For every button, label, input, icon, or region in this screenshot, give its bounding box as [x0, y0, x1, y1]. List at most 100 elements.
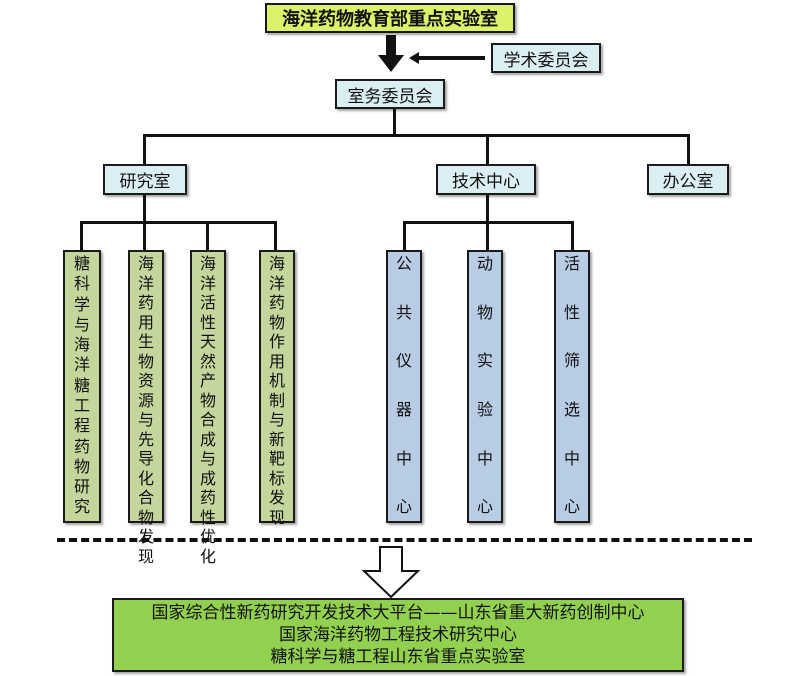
unit-label-char: 制	[268, 390, 285, 410]
unit-label-char: 心	[476, 497, 493, 517]
connector	[486, 195, 489, 223]
connector	[403, 221, 406, 251]
platform-line: 国家综合性新药研究开发技术大平台——山东省重大新药创制中心	[151, 602, 645, 623]
unit-label-char: 性	[199, 507, 216, 527]
unit-label-char: 研	[73, 477, 90, 497]
connector	[486, 134, 489, 164]
unit-label-char: 生	[137, 332, 154, 352]
unit-label-char: 学	[73, 294, 90, 314]
unit-label-char: 海	[199, 254, 216, 273]
unit-label-char: 用	[137, 312, 154, 332]
lab-title-box: 海洋药物教育部重点实验室	[265, 3, 515, 33]
unit-label-char: 与	[137, 410, 154, 430]
unit-label-char: 心	[395, 497, 412, 517]
unit-label-char: 物	[268, 312, 285, 332]
platform-line: 糖科学与糖工程山东省重点实验室	[270, 647, 526, 668]
academic-committee-label: 学术委员会	[503, 50, 589, 71]
department-office: 办公室	[647, 164, 729, 195]
unit-label-char: 器	[395, 400, 412, 420]
unit-label-char: 新	[268, 429, 285, 449]
hollow-down-arrow-icon	[361, 546, 421, 599]
unit-label-char: 成	[199, 429, 216, 449]
unit-label-char: 洋	[268, 273, 285, 293]
unit-label-char: 物	[137, 507, 154, 527]
unit-label-char: 公	[395, 254, 412, 273]
unit-label-char: 优	[199, 527, 216, 547]
unit-label-char: 中	[563, 448, 580, 468]
unit-label-char: 化	[137, 468, 154, 488]
academic-committee-box: 学术委员会	[491, 43, 601, 73]
research-unit: 海洋药用生物资源与先导化合物发现	[128, 250, 164, 566]
tech-unit: 动物实验中心	[467, 250, 503, 523]
down-arrow-icon	[378, 35, 404, 72]
connector	[143, 134, 146, 164]
department-tech-center: 技术中心	[436, 164, 536, 195]
department-label: 技术中心	[452, 172, 520, 192]
connector	[80, 221, 276, 224]
unit-label-char: 洋	[199, 273, 216, 293]
lab-title: 海洋药物教育部重点实验室	[282, 9, 498, 30]
unit-label-char: 合	[137, 488, 154, 508]
unit-label-char: 药	[268, 293, 285, 313]
unit-label-char: 仪	[395, 351, 412, 371]
unit-label-char: 选	[563, 400, 580, 420]
unit-label-char: 作	[268, 332, 285, 352]
unit-label-char: 物	[199, 390, 216, 410]
platform-line: 国家海洋药物工程技术研究中心	[279, 624, 517, 645]
connector	[687, 134, 690, 164]
connector	[274, 221, 277, 251]
unit-label-char: 程	[73, 416, 90, 436]
unit-label-char: 海	[73, 335, 90, 355]
unit-label-char: 先	[137, 429, 154, 449]
unit-label-char: 然	[199, 351, 216, 371]
unit-label-char: 洋	[73, 355, 90, 375]
unit-label-char: 共	[395, 302, 412, 322]
research-unit: 海洋活性天然产物合成与成药性优化	[190, 250, 226, 566]
connector	[486, 221, 489, 251]
unit-label-char: 与	[199, 449, 216, 469]
unit-label-char: 产	[199, 371, 216, 391]
connector	[393, 109, 396, 136]
unit-label-char: 天	[199, 332, 216, 352]
unit-label-char: 药	[137, 293, 154, 313]
research-unit: 糖科学与海洋糖工程药物研究	[63, 250, 101, 523]
left-arrow-icon	[409, 52, 485, 64]
unit-label-char: 中	[395, 448, 412, 468]
dashed-divider	[57, 538, 752, 542]
unit-label-char: 糖	[73, 375, 90, 395]
unit-label-char: 导	[137, 449, 154, 469]
unit-label-char: 现	[137, 546, 154, 566]
unit-label-char: 现	[268, 507, 285, 527]
unit-label-char: 化	[199, 546, 216, 566]
unit-label-char: 物	[137, 351, 154, 371]
connector	[143, 221, 146, 251]
unit-label-char: 验	[476, 400, 493, 420]
unit-label-char: 活	[199, 293, 216, 313]
unit-label-char: 实	[476, 351, 493, 371]
unit-label-char: 海	[137, 254, 154, 273]
connector	[143, 134, 689, 137]
unit-label-char: 性	[563, 302, 580, 322]
platforms-box: 国家综合性新药研究开发技术大平台——山东省重大新药创制中心 国家海洋药物工程技术…	[112, 598, 684, 672]
unit-label-char: 筛	[563, 351, 580, 371]
unit-label-char: 物	[476, 302, 493, 322]
department-research: 研究室	[103, 164, 187, 195]
unit-label-char: 机	[268, 371, 285, 391]
connector	[143, 195, 146, 223]
unit-label-char: 性	[199, 312, 216, 332]
unit-label-char: 标	[268, 468, 285, 488]
affairs-committee-label: 室务委员会	[347, 86, 433, 107]
unit-label-char: 心	[563, 497, 580, 517]
connector	[571, 221, 574, 251]
unit-label-char: 发	[268, 488, 285, 508]
unit-label-char: 与	[73, 314, 90, 334]
unit-label-char: 源	[137, 390, 154, 410]
unit-label-char: 工	[73, 395, 90, 415]
unit-label-char: 洋	[137, 273, 154, 293]
tech-unit: 活性筛选中心	[554, 250, 590, 523]
connector	[206, 221, 209, 251]
unit-label-char: 药	[199, 488, 216, 508]
unit-label-char: 中	[476, 448, 493, 468]
affairs-committee-box: 室务委员会	[335, 79, 445, 109]
unit-label-char: 科	[73, 274, 90, 294]
